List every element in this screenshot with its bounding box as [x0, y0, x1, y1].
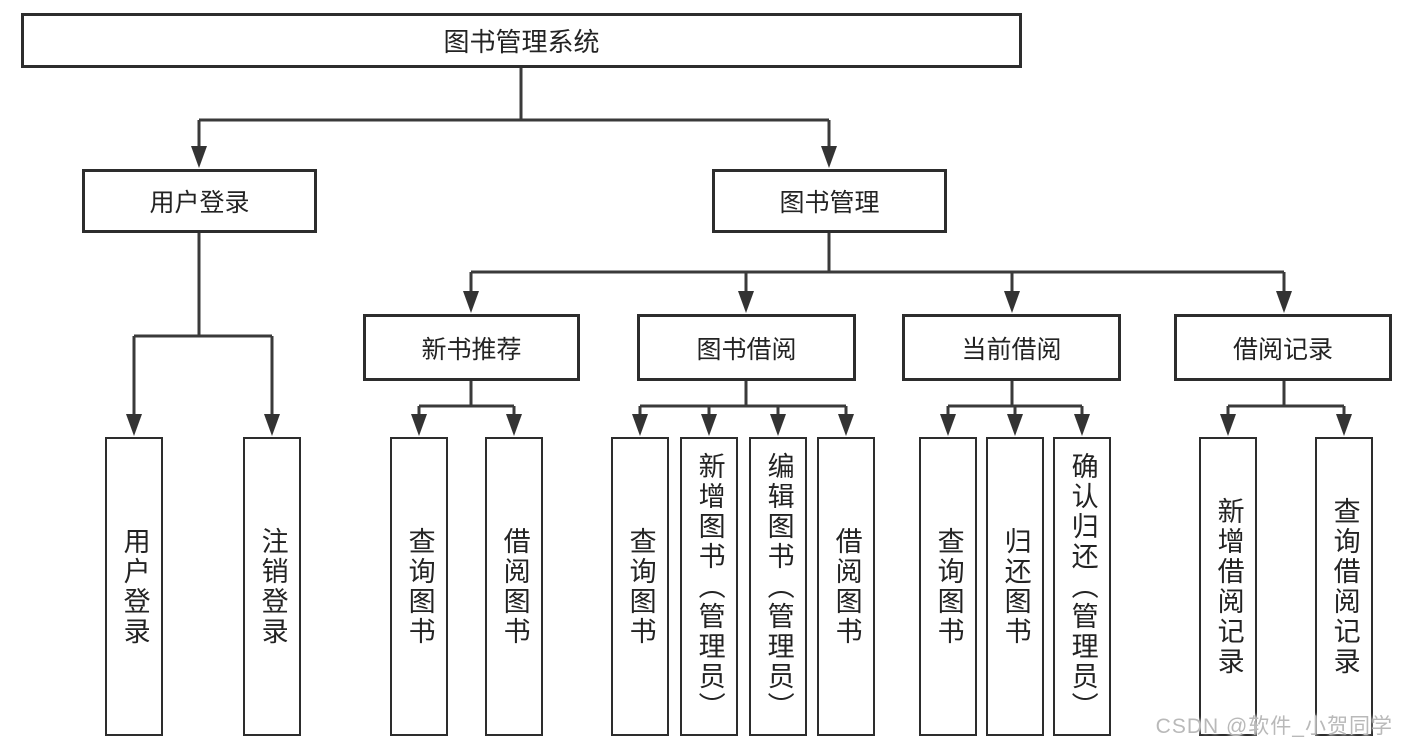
leaf-query-books-current: 查询图书 [919, 437, 977, 736]
node-current-borrow: 当前借阅 [902, 314, 1121, 381]
leaf-edit-books-admin: 编辑图书（管理员） [749, 437, 807, 736]
node-new-book-recommend: 新书推荐 [363, 314, 580, 381]
leaf-borrow-books-recommend-label: 借阅图书 [499, 526, 530, 647]
leaf-query-books-recommend-label: 查询图书 [404, 526, 435, 647]
leaf-add-borrow-record-label: 新增借阅记录 [1213, 496, 1244, 677]
node-book-borrow: 图书借阅 [637, 314, 856, 381]
leaf-query-books-recommend: 查询图书 [390, 437, 448, 736]
node-borrow-records: 借阅记录 [1174, 314, 1392, 381]
leaf-return-books-label: 归还图书 [1000, 526, 1031, 647]
node-root-label: 图书管理系统 [443, 27, 600, 57]
node-current-borrow-label: 当前借阅 [961, 335, 1062, 364]
leaf-query-books-borrow-label: 查询图书 [625, 526, 656, 647]
node-borrow-records-label: 借阅记录 [1232, 335, 1333, 364]
node-user-login-label: 用户登录 [149, 189, 250, 217]
leaf-confirm-return-admin-label: 确认归还（管理员） [1067, 451, 1098, 722]
leaf-add-books-admin-label: 新增图书（管理员） [694, 451, 725, 722]
node-book-management: 图书管理 [712, 169, 947, 233]
leaf-edit-books-admin-label: 编辑图书（管理员） [763, 451, 794, 722]
node-root: 图书管理系统 [21, 13, 1022, 68]
leaf-query-books-current-label: 查询图书 [933, 526, 964, 647]
leaf-user-login: 用户登录 [105, 437, 163, 736]
node-book-management-label: 图书管理 [779, 189, 880, 217]
leaf-borrow-books: 借阅图书 [817, 437, 875, 736]
leaf-confirm-return-admin: 确认归还（管理员） [1053, 437, 1111, 736]
leaf-add-books-admin: 新增图书（管理员） [680, 437, 738, 736]
leaf-borrow-books-label: 借阅图书 [831, 526, 862, 647]
csdn-watermark: CSDN @软件_小贺同学 [1155, 715, 1393, 738]
leaf-query-borrow-record-label: 查询借阅记录 [1329, 496, 1360, 677]
leaf-query-borrow-record: 查询借阅记录 [1315, 437, 1373, 736]
node-new-book-recommend-label: 新书推荐 [421, 335, 522, 364]
leaf-add-borrow-record: 新增借阅记录 [1199, 437, 1257, 736]
leaf-logout: 注销登录 [243, 437, 301, 736]
node-user-login: 用户登录 [82, 169, 317, 233]
node-book-borrow-label: 图书借阅 [696, 335, 797, 364]
leaf-logout-label: 注销登录 [257, 526, 288, 647]
leaf-return-books: 归还图书 [986, 437, 1044, 736]
leaf-borrow-books-recommend: 借阅图书 [485, 437, 543, 736]
leaf-query-books-borrow: 查询图书 [611, 437, 669, 736]
leaf-user-login-label: 用户登录 [119, 526, 150, 647]
